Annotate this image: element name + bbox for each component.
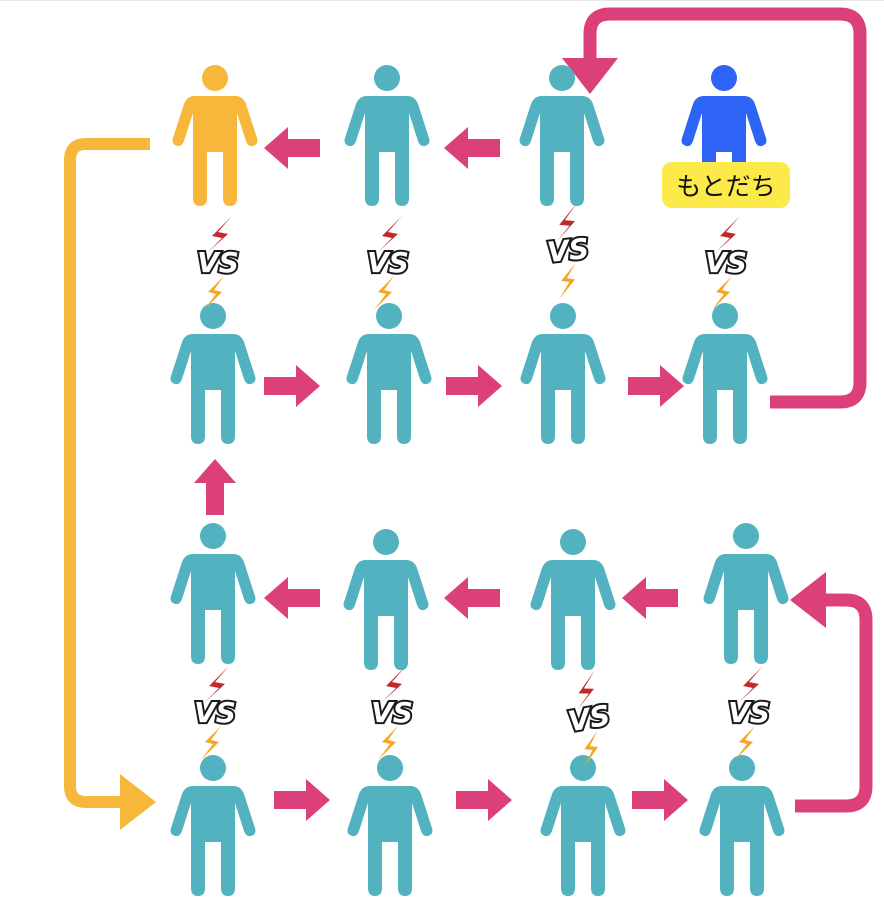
lightning-bottom-icon (735, 726, 755, 760)
arrow-icon (632, 779, 688, 821)
lightning-top-icon (382, 666, 406, 702)
vs-lightning-icon: VS (726, 666, 772, 760)
vs-lightning-icon: VS (195, 216, 241, 310)
friend-label: もとだち (662, 162, 790, 208)
lightning-bottom-icon (378, 726, 398, 760)
vs-label: VS (566, 699, 613, 739)
lightning-top-icon (378, 216, 402, 252)
lightning-bottom-icon (583, 730, 599, 768)
lightning-bottom-icon (712, 276, 732, 310)
loop-arrow-left (64, 138, 150, 808)
top-border (0, 0, 884, 1)
arrow-icon (194, 459, 236, 515)
loop-arrowhead-top-right (562, 58, 618, 94)
person-icon (540, 755, 626, 896)
person-icon (344, 65, 430, 206)
arrow-icon (456, 779, 512, 821)
arrow-icon (264, 365, 320, 407)
lightning-bottom-icon (374, 276, 394, 310)
vs-label: VS (197, 246, 239, 279)
vs-label: VS (194, 696, 236, 729)
person-icon (170, 755, 256, 896)
lightning-top-icon (208, 216, 232, 252)
lightning-bottom-icon (559, 263, 576, 300)
person-icon (520, 303, 606, 444)
vs-group: VS VS VS VS VS VS VS VS (192, 202, 772, 768)
vs-label: VS (367, 246, 409, 279)
lightning-top-icon (739, 666, 763, 702)
arrow-icon (622, 577, 678, 619)
arrow-icon (444, 577, 500, 619)
person-icon (530, 529, 616, 670)
person-icon (682, 303, 768, 444)
person-icon (170, 303, 256, 444)
vs-lightning-icon: VS (192, 666, 238, 760)
vs-lightning-icon: VS (703, 216, 749, 310)
vs-lightning-icon: VS (564, 670, 615, 768)
arrow-icon (264, 127, 320, 169)
vs-label: VS (546, 232, 591, 269)
lightning-top-icon (557, 202, 578, 242)
vs-label: VS (371, 696, 413, 729)
person-icon (343, 529, 429, 670)
lightning-top-icon (716, 216, 740, 252)
arrow-group (194, 127, 688, 821)
loop-arrow-top-right (583, 7, 867, 409)
arrow-icon (446, 365, 502, 407)
person-icon (347, 755, 433, 896)
vs-label: VS (705, 246, 747, 279)
arrow-icon (274, 779, 330, 821)
arrow-icon (444, 127, 500, 169)
vs-lightning-icon: VS (544, 202, 593, 300)
lightning-top-icon (205, 666, 229, 702)
lightning-bottom-icon (201, 726, 221, 760)
loop-arrowhead-bottom-right (790, 572, 826, 628)
start-person-icon (172, 65, 258, 206)
lightning-top-icon (577, 670, 595, 710)
lightning-bottom-icon (204, 276, 224, 310)
person-icon (699, 755, 785, 896)
person-icon (703, 523, 789, 664)
loop-arrow-bottom-right (795, 593, 873, 813)
arrow-icon (628, 365, 684, 407)
person-icon (346, 303, 432, 444)
loop-arrowhead-left (120, 774, 156, 830)
arrow-icon (264, 577, 320, 619)
vs-label: VS (728, 696, 770, 729)
vs-lightning-icon: VS (365, 216, 411, 310)
vs-lightning-icon: VS (369, 666, 415, 760)
person-icon (170, 523, 256, 664)
